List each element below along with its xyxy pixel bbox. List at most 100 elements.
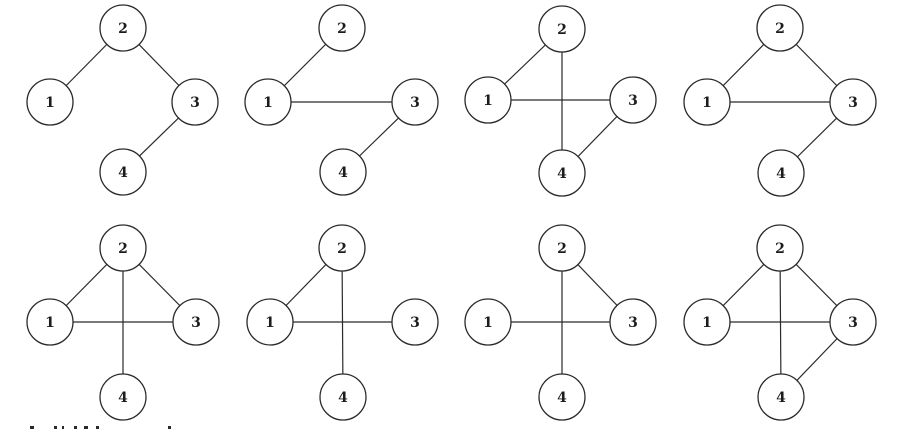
node-circle bbox=[172, 298, 220, 346]
node-label: 4 bbox=[776, 166, 786, 182]
node-circle bbox=[244, 78, 292, 126]
node-circle bbox=[99, 373, 147, 421]
node-circle bbox=[683, 78, 731, 126]
node-label: 3 bbox=[848, 95, 858, 111]
node-label: 1 bbox=[45, 315, 55, 331]
graph-5: 1 2 3 4 bbox=[26, 224, 220, 421]
node-3: 3 bbox=[609, 298, 657, 346]
node-circle bbox=[757, 149, 805, 197]
node-3: 3 bbox=[172, 298, 220, 346]
node-circle bbox=[26, 78, 74, 126]
node-label: 4 bbox=[338, 165, 348, 181]
node-label: 1 bbox=[702, 95, 712, 111]
graph-2: 1 2 3 4 bbox=[244, 4, 439, 196]
node-3: 3 bbox=[171, 78, 219, 126]
node-label: 3 bbox=[628, 93, 638, 109]
node-circle bbox=[391, 298, 439, 346]
node-label: 2 bbox=[775, 241, 785, 257]
node-circle bbox=[246, 298, 294, 346]
graph-6: 1 2 3 4 bbox=[246, 224, 439, 421]
node-2: 2 bbox=[99, 224, 147, 272]
node-circle bbox=[171, 78, 219, 126]
node-circle bbox=[319, 148, 367, 196]
node-label: 1 bbox=[483, 93, 493, 109]
node-circle bbox=[464, 76, 512, 124]
node-label: 1 bbox=[265, 315, 275, 331]
node-2: 2 bbox=[318, 4, 366, 52]
node-label: 1 bbox=[483, 315, 493, 331]
node-label: 1 bbox=[263, 95, 273, 111]
graph-3: 1 2 3 4 bbox=[464, 5, 657, 197]
node-label: 1 bbox=[702, 315, 712, 331]
node-4: 4 bbox=[538, 373, 586, 421]
node-4: 4 bbox=[757, 373, 805, 421]
graph-1: 1 2 3 4 bbox=[26, 4, 219, 196]
graph-4: 1 2 3 4 bbox=[683, 4, 877, 197]
node-2: 2 bbox=[538, 224, 586, 272]
node-label: 1 bbox=[45, 95, 55, 111]
node-circle bbox=[829, 78, 877, 126]
node-circle bbox=[99, 148, 147, 196]
node-2: 2 bbox=[756, 4, 804, 52]
node-circle bbox=[609, 76, 657, 124]
node-2: 2 bbox=[318, 224, 366, 272]
node-label: 4 bbox=[118, 165, 128, 181]
node-label: 4 bbox=[118, 390, 128, 406]
node-label: 4 bbox=[338, 390, 348, 406]
node-3: 3 bbox=[609, 76, 657, 124]
node-1: 1 bbox=[683, 298, 731, 346]
node-3: 3 bbox=[391, 298, 439, 346]
node-label: 2 bbox=[337, 241, 347, 257]
node-circle bbox=[756, 224, 804, 272]
node-1: 1 bbox=[683, 78, 731, 126]
node-circle bbox=[829, 298, 877, 346]
node-circle bbox=[319, 373, 367, 421]
node-label: 2 bbox=[337, 21, 347, 37]
node-4: 4 bbox=[538, 149, 586, 197]
node-label: 2 bbox=[118, 21, 128, 37]
node-circle bbox=[609, 298, 657, 346]
node-label: 3 bbox=[410, 95, 420, 111]
node-label: 2 bbox=[557, 241, 567, 257]
node-label: 4 bbox=[557, 166, 567, 182]
node-circle bbox=[99, 4, 147, 52]
node-3: 3 bbox=[829, 298, 877, 346]
node-circle bbox=[757, 373, 805, 421]
edge-2-4 bbox=[341, 247, 344, 398]
node-2: 2 bbox=[538, 5, 586, 53]
graph-8: 1 2 3 4 bbox=[683, 224, 877, 421]
node-circle bbox=[538, 373, 586, 421]
node-circle bbox=[756, 4, 804, 52]
node-4: 4 bbox=[99, 373, 147, 421]
edge-2-4 bbox=[779, 247, 782, 398]
node-circle bbox=[99, 224, 147, 272]
node-1: 1 bbox=[464, 298, 512, 346]
node-circle bbox=[26, 298, 74, 346]
node-3: 3 bbox=[829, 78, 877, 126]
node-1: 1 bbox=[244, 78, 292, 126]
node-4: 4 bbox=[757, 149, 805, 197]
node-circle bbox=[683, 298, 731, 346]
node-label: 2 bbox=[775, 21, 785, 37]
node-4: 4 bbox=[319, 373, 367, 421]
node-1: 1 bbox=[246, 298, 294, 346]
node-2: 2 bbox=[99, 4, 147, 52]
node-label: 3 bbox=[628, 315, 638, 331]
cropped-caption-sliver bbox=[28, 426, 178, 430]
node-circle bbox=[538, 149, 586, 197]
node-circle bbox=[318, 224, 366, 272]
node-label: 3 bbox=[848, 315, 858, 331]
node-label: 3 bbox=[191, 315, 201, 331]
graph-7: 1 2 3 4 bbox=[464, 224, 657, 421]
node-label: 3 bbox=[190, 95, 200, 111]
node-3: 3 bbox=[391, 78, 439, 126]
node-label: 2 bbox=[557, 22, 567, 38]
node-label: 4 bbox=[557, 390, 567, 406]
node-label: 3 bbox=[410, 315, 420, 331]
node-circle bbox=[538, 224, 586, 272]
node-circle bbox=[391, 78, 439, 126]
node-label: 2 bbox=[118, 241, 128, 257]
node-label: 4 bbox=[776, 390, 786, 406]
